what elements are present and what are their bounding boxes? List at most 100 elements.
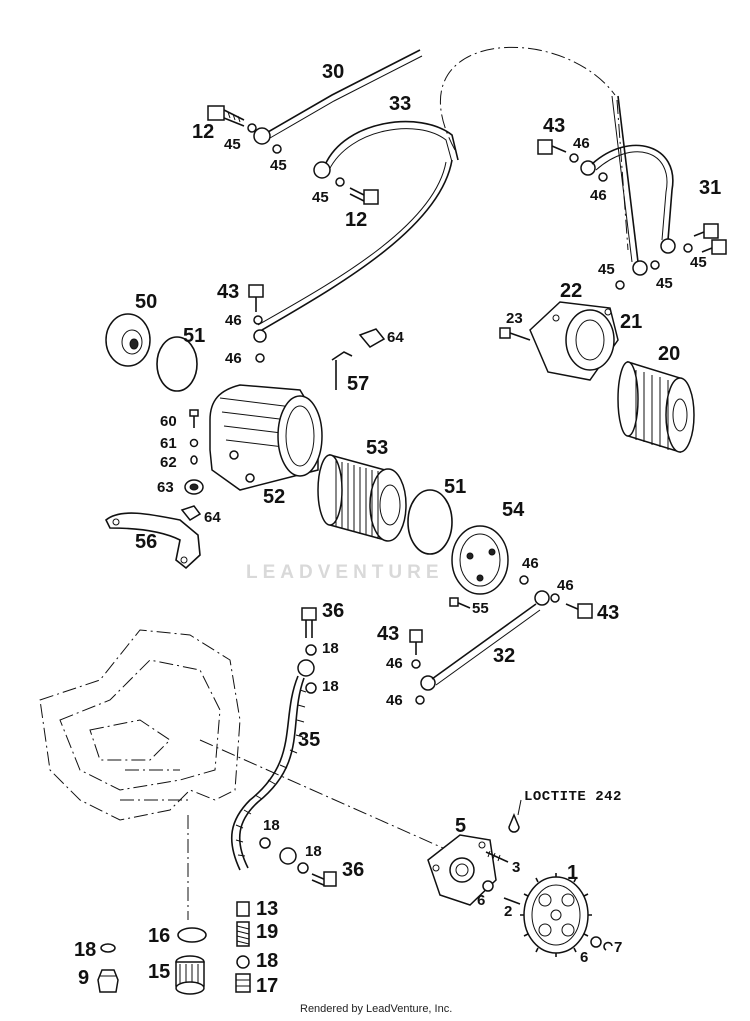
banjo-bolt-36a	[301, 607, 317, 638]
washer-45f	[683, 243, 693, 253]
bolt-3	[485, 850, 509, 863]
callout-46: 46	[522, 555, 539, 572]
callout-9: 9	[78, 967, 90, 989]
callout-1: 1	[567, 862, 579, 884]
oil-hose-35	[230, 675, 307, 871]
washer-46c	[253, 315, 263, 325]
clip-64a	[358, 328, 386, 348]
oil-line-33-lower	[261, 159, 453, 331]
callout-15: 15	[148, 961, 171, 983]
oil-line-30	[253, 49, 423, 145]
callout-43: 43	[377, 623, 400, 645]
callout-21: 21	[620, 311, 643, 333]
callout-17: 17	[256, 975, 279, 997]
callout-23: 23	[506, 310, 523, 327]
washer-45e	[650, 260, 660, 270]
callout-46: 46	[590, 187, 607, 204]
callout-19: 19	[256, 921, 279, 943]
washer-18f	[100, 943, 116, 953]
oil-screen-15	[175, 955, 205, 995]
washer-46g	[411, 659, 421, 669]
washer-6a	[482, 880, 494, 892]
bracket-56	[105, 512, 201, 570]
routing-line-top	[439, 46, 616, 151]
oil-pump-gear-1	[520, 873, 592, 957]
loctite-drop	[508, 813, 520, 833]
callout-6: 6	[477, 892, 486, 909]
oil-pump-5	[427, 834, 497, 906]
o-ring-16	[177, 927, 207, 943]
washer-45b	[272, 144, 282, 154]
washer-18a	[305, 644, 317, 656]
housing-cover-21	[529, 301, 619, 381]
washer-18e	[236, 955, 250, 969]
washer-6b	[590, 936, 602, 948]
banjo-bolt-12b	[349, 187, 379, 205]
callout-55: 55	[472, 600, 489, 617]
callout-45: 45	[656, 275, 673, 292]
axis-line-oil-pump	[199, 739, 471, 861]
washer-45c	[335, 177, 345, 187]
callout-45: 45	[270, 157, 287, 174]
drain-plug-9	[97, 969, 119, 993]
callout-64: 64	[387, 329, 404, 346]
callout-22: 22	[560, 280, 583, 302]
callout-57: 57	[347, 373, 370, 395]
callout-54: 54	[502, 499, 525, 521]
callout-35: 35	[298, 729, 321, 751]
callout-18: 18	[305, 843, 322, 860]
spring-19	[236, 921, 250, 947]
callout-51: 51	[444, 476, 467, 498]
bolt-23	[499, 327, 531, 341]
loctite-leader	[517, 799, 522, 816]
callout-32: 32	[493, 645, 516, 667]
washer-46a	[569, 153, 579, 163]
callout-16: 16	[148, 925, 171, 947]
callout-31: 31	[699, 177, 722, 199]
callout-43: 43	[543, 115, 566, 137]
washer-18b	[305, 682, 317, 694]
washer-18c	[259, 837, 271, 849]
banjo-bolt-43a	[537, 139, 567, 155]
plug-17	[235, 973, 251, 993]
fitting-right	[632, 260, 648, 276]
footer-credit: Rendered by LeadVenture, Inc.	[300, 1003, 453, 1015]
washer-45d	[615, 280, 625, 290]
washer-46b	[598, 172, 608, 182]
oil-line-30-right	[617, 95, 639, 263]
oil-filter-53	[317, 454, 407, 542]
callout-45: 45	[312, 189, 329, 206]
callout-6: 6	[580, 949, 589, 966]
callout-3: 3	[512, 859, 521, 876]
circlip-7	[603, 941, 613, 951]
callout-64: 64	[204, 509, 221, 526]
oil-line-33-lower-b	[257, 161, 447, 326]
callout-61: 61	[160, 435, 177, 452]
banjo-bolt-43d	[409, 629, 423, 655]
loctite-note: LOCTITE 242	[524, 789, 622, 805]
crankcase-outline	[39, 629, 241, 821]
callout-33: 33	[389, 93, 412, 115]
fitting-46	[253, 329, 267, 343]
oil-line-30-right-b	[611, 95, 633, 263]
callout-18: 18	[263, 817, 280, 834]
callout-18: 18	[322, 678, 339, 695]
sleeve-13	[236, 901, 250, 917]
oil-line-31	[580, 144, 676, 254]
banjo-bolt-43c	[565, 603, 593, 619]
callout-56: 56	[135, 531, 158, 553]
callout-52: 52	[263, 486, 286, 508]
callout-7: 7	[614, 939, 623, 956]
oil-line-32	[420, 590, 550, 691]
callout-2: 2	[504, 903, 513, 920]
callout-46: 46	[557, 577, 574, 594]
callout-18: 18	[322, 640, 339, 657]
washer-61	[189, 438, 199, 448]
callout-12: 12	[345, 209, 368, 231]
callout-18: 18	[256, 950, 279, 972]
washer-46f	[550, 593, 560, 603]
callout-36: 36	[322, 600, 345, 622]
oil-filter-20	[617, 360, 695, 454]
watermark: LEADVENTURE	[246, 562, 444, 583]
